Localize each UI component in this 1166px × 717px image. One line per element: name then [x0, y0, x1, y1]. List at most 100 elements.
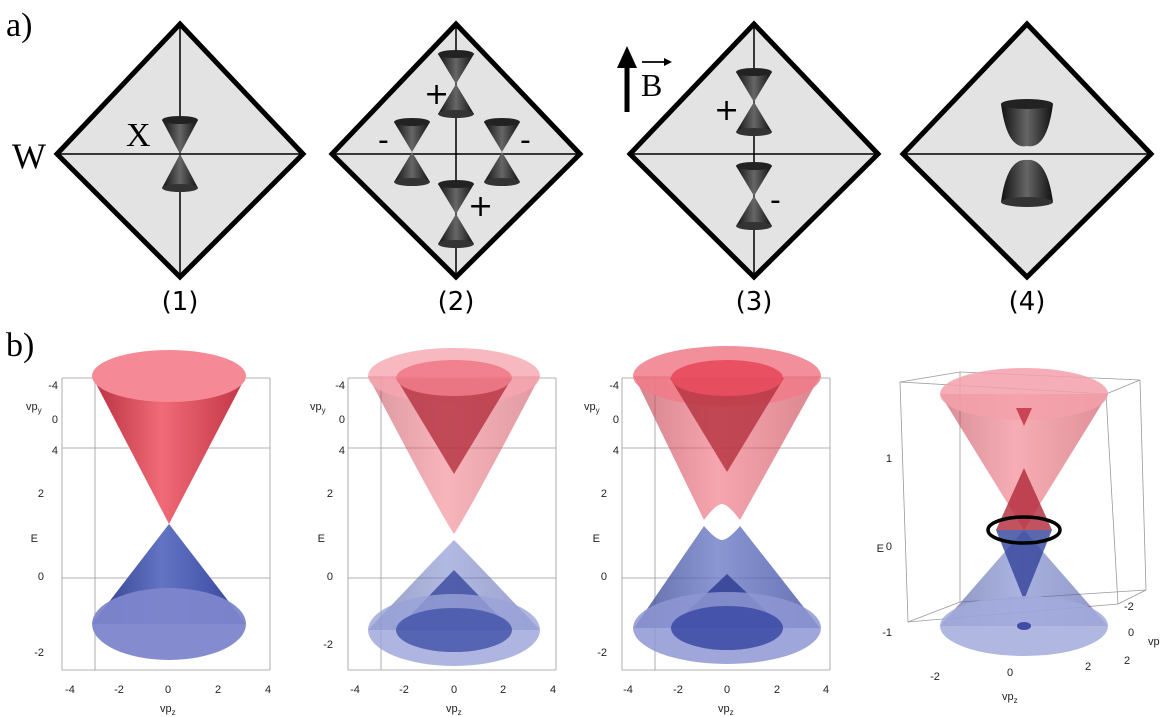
axis-label: vpy [310, 401, 326, 415]
up-arrow-icon [617, 46, 637, 68]
tick-label: -4 [335, 380, 345, 392]
magnetic-field-indicator: B [617, 46, 672, 112]
diagram-caption: (3) [736, 287, 773, 317]
tick-label: 0 [327, 571, 333, 583]
tick-label: 0 [165, 684, 171, 696]
chirality-sign: - [520, 123, 531, 158]
tick-label: 0 [451, 684, 457, 696]
nodal-upper-cone [996, 468, 1052, 530]
tick-label: -4 [65, 684, 75, 696]
tick-label: -4 [623, 684, 633, 696]
diagram-3: + - (3) [626, 20, 882, 317]
tick-label: 2 [38, 488, 44, 500]
axis-label: vpz [160, 703, 176, 717]
axis-label: vpz [718, 703, 734, 717]
field-label: B [641, 67, 662, 103]
upper-band-inner [670, 378, 784, 472]
tick-label: -2 [34, 647, 44, 659]
tick-label: 0 [724, 684, 730, 696]
upper-cone [940, 394, 1108, 530]
diagram-caption: (1) [162, 287, 199, 317]
axis-label: E [877, 543, 884, 555]
inner-lower-cone-tip [1017, 622, 1031, 630]
weyl-cone-icon [736, 162, 772, 230]
tick-label: 2 [215, 684, 221, 696]
tick-label: 1 [886, 453, 892, 465]
tick-label: 4 [823, 684, 829, 696]
diagram-caption: (2) [438, 287, 475, 317]
upper-cone-rim [396, 360, 512, 396]
tick-label: 4 [52, 445, 58, 457]
tick-label: -2 [1124, 601, 1134, 613]
chirality-sign: - [378, 123, 389, 158]
diagram-caption: (4) [1009, 287, 1046, 317]
panel-b-label: b) [6, 327, 34, 364]
inner-upper-cone [1016, 408, 1032, 426]
weyl-cone-icon [438, 50, 474, 118]
nodal-lower-cone [996, 530, 1052, 600]
chirality-sign: + [424, 77, 449, 112]
tick-label: 4 [550, 684, 556, 696]
chirality-sign: - [770, 183, 781, 218]
axis-label: vpy [584, 401, 600, 415]
weyl-cone-icon [736, 68, 772, 136]
tick-label: 0 [339, 414, 345, 426]
axis-label: E [318, 533, 325, 545]
tick-label: 2 [601, 488, 607, 500]
axis-label: vpz [446, 703, 462, 717]
band-plot-1: -4 0 4 vpy 2 E 0 -2 -4 -2 0 2 4 vpz [26, 350, 271, 717]
upper-cone-rim [671, 360, 783, 396]
x-point-label: X [126, 117, 151, 154]
upper-band-inner [396, 378, 512, 474]
tick-label: -2 [673, 684, 683, 696]
tick-label: 4 [265, 684, 271, 696]
w-point-label: W [12, 136, 46, 176]
chirality-sign: + [714, 93, 739, 128]
tick-label: -2 [114, 684, 124, 696]
lower-cone-rim [92, 588, 246, 660]
tick-label: 2 [327, 488, 333, 500]
tick-label: 0 [1007, 667, 1013, 679]
tick-label: -1 [882, 627, 892, 639]
tick-label: -2 [597, 647, 607, 659]
tick-label: -2 [399, 684, 409, 696]
chirality-sign: + [468, 189, 493, 224]
weyl-cone-icon [438, 180, 474, 248]
axis-label: vpy [26, 401, 42, 415]
diagram-1: X (1) [53, 20, 307, 317]
tick-label: 0 [1128, 627, 1134, 639]
panel-a-label: a) [6, 7, 32, 44]
weyl-cone-icon [394, 118, 430, 186]
tick-label: 4 [339, 445, 345, 457]
gapped-band-icon [1001, 99, 1053, 207]
axis-label: vp [1148, 636, 1160, 648]
diagram-4: (4) [899, 20, 1155, 317]
tick-label: -4 [48, 380, 58, 392]
upper-cone [92, 376, 246, 524]
lower-cone-rim [396, 608, 512, 652]
tick-label: 0 [38, 571, 44, 583]
upper-cone-rim [92, 350, 246, 402]
upper-cone-rim [940, 368, 1108, 420]
band-plot-3: -4 0 4 vpy 2 E 0 -2 -4 -2 0 2 4 vpz [584, 346, 831, 717]
diagram-2: + - - + (2) [328, 20, 584, 317]
weyl-cone-icon [484, 118, 520, 186]
tick-label: 2 [1085, 661, 1091, 673]
tick-label: 0 [601, 571, 607, 583]
axis-label: E [31, 533, 38, 545]
axis-label: E [593, 533, 600, 545]
nodal-line-ring [986, 515, 1062, 545]
tick-label: 2 [500, 684, 506, 696]
tick-label: 2 [1124, 655, 1130, 667]
tick-label: 2 [774, 684, 780, 696]
tick-label: 0 [886, 541, 892, 553]
tick-label: 0 [52, 414, 58, 426]
tick-label: -2 [930, 671, 940, 683]
axis-label: vpz [1002, 691, 1018, 705]
tick-label: -4 [609, 380, 619, 392]
tick-label: 4 [613, 445, 619, 457]
brillouin-zone-diamond [899, 20, 1155, 281]
band-plot-2: -4 0 4 vpy 2 E 0 -2 -4 -2 0 2 4 vpz [310, 348, 557, 717]
lower-cone-rim [671, 606, 783, 650]
